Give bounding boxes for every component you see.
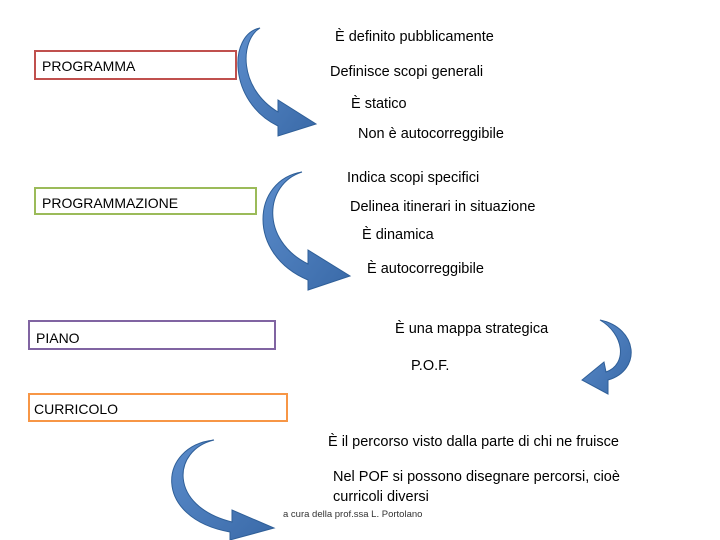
box-curricolo-label: CURRICOLO [34,401,119,417]
programmazione-item-2: Delinea itinerari in situazione [350,199,536,215]
programmazione-item-4: È autocorreggibile [367,261,484,277]
programma-item-4: Non è autocorreggibile [358,126,504,142]
box-programmazione-label: PROGRAMMAZIONE [42,195,179,211]
box-programma: PROGRAMMA [34,50,237,80]
programma-item-1: È definito pubblicamente [335,29,494,45]
programma-item-3: È statico [351,96,407,112]
curricolo-item-3: curricoli diversi [333,489,429,505]
footer-credit: a cura della prof.ssa L. Portolano [283,509,423,520]
programmazione-item-1: Indica scopi specifici [347,170,480,186]
box-piano-label: PIANO [36,330,80,346]
programma-item-2: Definisce scopi generali [330,64,484,80]
box-curricolo: CURRICOLO [28,393,288,422]
box-piano: PIANO [28,320,276,350]
programmazione-item-3: È dinamica [362,227,434,243]
curved-arrow-programmazione [262,171,352,291]
piano-item-2: P.O.F. [411,358,450,374]
curved-arrow-curricolo [171,439,276,540]
curricolo-item-1: È il percorso visto dalla parte di chi n… [328,434,619,450]
piano-item-1: È una mappa strategica [395,321,549,337]
curricolo-item-2: Nel POF si possono disegnare percorsi, c… [333,469,620,485]
box-programmazione: PROGRAMMAZIONE [34,187,257,215]
box-programma-label: PROGRAMMA [42,58,136,74]
curved-arrow-piano [581,319,632,395]
curved-arrow-programma [237,27,318,137]
